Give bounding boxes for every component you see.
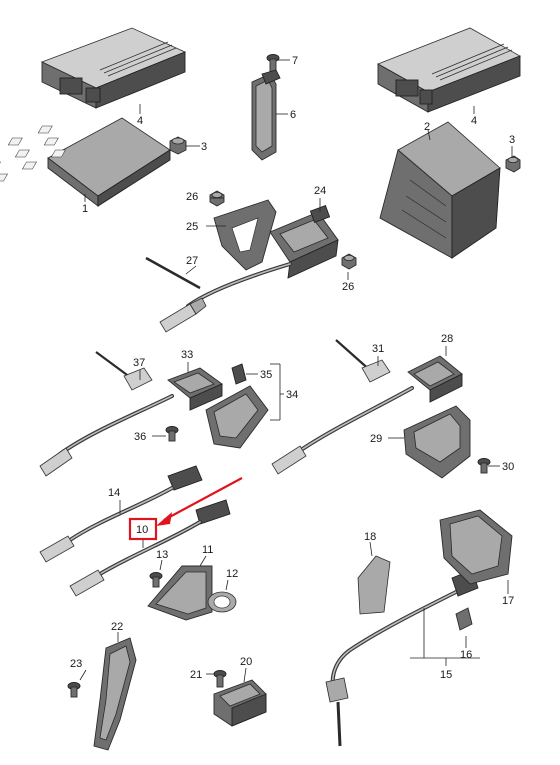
callout-12: 12 <box>226 568 238 580</box>
part-26-nut-top <box>209 190 225 207</box>
part-23-screw <box>67 682 81 698</box>
part-22-bracket <box>93 637 137 751</box>
callout-31: 31 <box>372 343 384 355</box>
callout-34: 34 <box>286 389 298 401</box>
callout-4b: 4 <box>471 115 477 127</box>
part-3-nut-left <box>169 136 187 155</box>
callout-4a: 4 <box>137 115 143 127</box>
callout-33: 33 <box>181 349 193 361</box>
callout-26b: 26 <box>342 281 354 293</box>
callout-2: 2 <box>424 121 430 133</box>
callout-36: 36 <box>134 431 146 443</box>
part-15-temperature-sensor <box>325 569 479 747</box>
part-31-probe <box>335 339 391 383</box>
callout-35: 35 <box>260 369 272 381</box>
part-37-probe <box>95 351 153 391</box>
part-33-sensor-module <box>167 367 223 411</box>
callout-22: 22 <box>111 621 123 633</box>
part-17-connector-bracket <box>439 509 513 585</box>
part-33-cable-to-probe <box>39 394 174 477</box>
callout-23: 23 <box>70 658 82 670</box>
highlight-arrow <box>156 477 243 526</box>
part-2-cover <box>379 121 501 259</box>
callout-26a: 26 <box>186 191 198 203</box>
part-7-screw <box>266 54 280 74</box>
part-18-bracket <box>357 555 391 615</box>
part-10-exhaust-sensor <box>69 499 231 597</box>
part-28-cable-to-probe <box>271 386 414 475</box>
leader-lines <box>79 59 513 683</box>
part-4-left-control-unit <box>40 27 187 109</box>
callout-3b: 3 <box>509 134 515 146</box>
part-26-nut-bottom <box>341 253 357 270</box>
callout-25: 25 <box>186 221 198 233</box>
part-11-bracket <box>147 565 213 621</box>
callout-28: 28 <box>441 333 453 345</box>
callout-20: 20 <box>240 656 252 668</box>
part-13-screw <box>149 572 163 588</box>
callout-37: 37 <box>133 357 145 369</box>
part-16-clip <box>455 607 473 631</box>
part-25-sensor-bracket <box>213 199 277 271</box>
callout-15: 15 <box>440 669 452 681</box>
part-30-screw <box>477 458 491 474</box>
callout-21: 21 <box>190 669 202 681</box>
callout-17: 17 <box>502 595 514 607</box>
part-12-clamp <box>207 591 237 613</box>
part-6-holder <box>251 69 281 161</box>
part-34-bracket <box>205 385 269 449</box>
highlight-box-10 <box>128 517 158 541</box>
callout-3a: 3 <box>201 141 207 153</box>
part-14-exhaust-sensor <box>39 465 203 563</box>
callout-27: 27 <box>186 255 198 267</box>
callout-labels: 1 2 3 3 4 4 6 7 10 11 12 13 14 15 16 17 … <box>70 55 515 681</box>
callout-14: 14 <box>108 487 120 499</box>
callout-16: 16 <box>460 649 472 661</box>
part-35-clip <box>231 363 247 385</box>
part-36-screw <box>165 426 179 442</box>
callout-11: 11 <box>202 544 213 556</box>
part-20-pressure-sensor <box>213 679 267 727</box>
callout-18: 18 <box>364 531 376 543</box>
part-1-mounting-tray <box>0 117 171 207</box>
part-24-sensor-module <box>269 205 339 279</box>
callout-24: 24 <box>314 185 326 197</box>
part-27-exhaust-sensor-probe <box>145 256 292 333</box>
callout-7: 7 <box>292 55 298 67</box>
callout-10: 10 <box>136 524 148 536</box>
callout-30: 30 <box>502 461 514 473</box>
part-29-holder <box>403 405 471 479</box>
part-4-right-control-unit <box>377 27 521 113</box>
callout-13: 13 <box>156 549 168 561</box>
callout-29: 29 <box>370 433 382 445</box>
callout-1: 1 <box>82 203 88 215</box>
callout-6: 6 <box>290 109 296 121</box>
part-21-screw <box>213 670 227 688</box>
part-28-sensor-module <box>407 355 463 403</box>
part-3-nut-right <box>505 155 521 173</box>
